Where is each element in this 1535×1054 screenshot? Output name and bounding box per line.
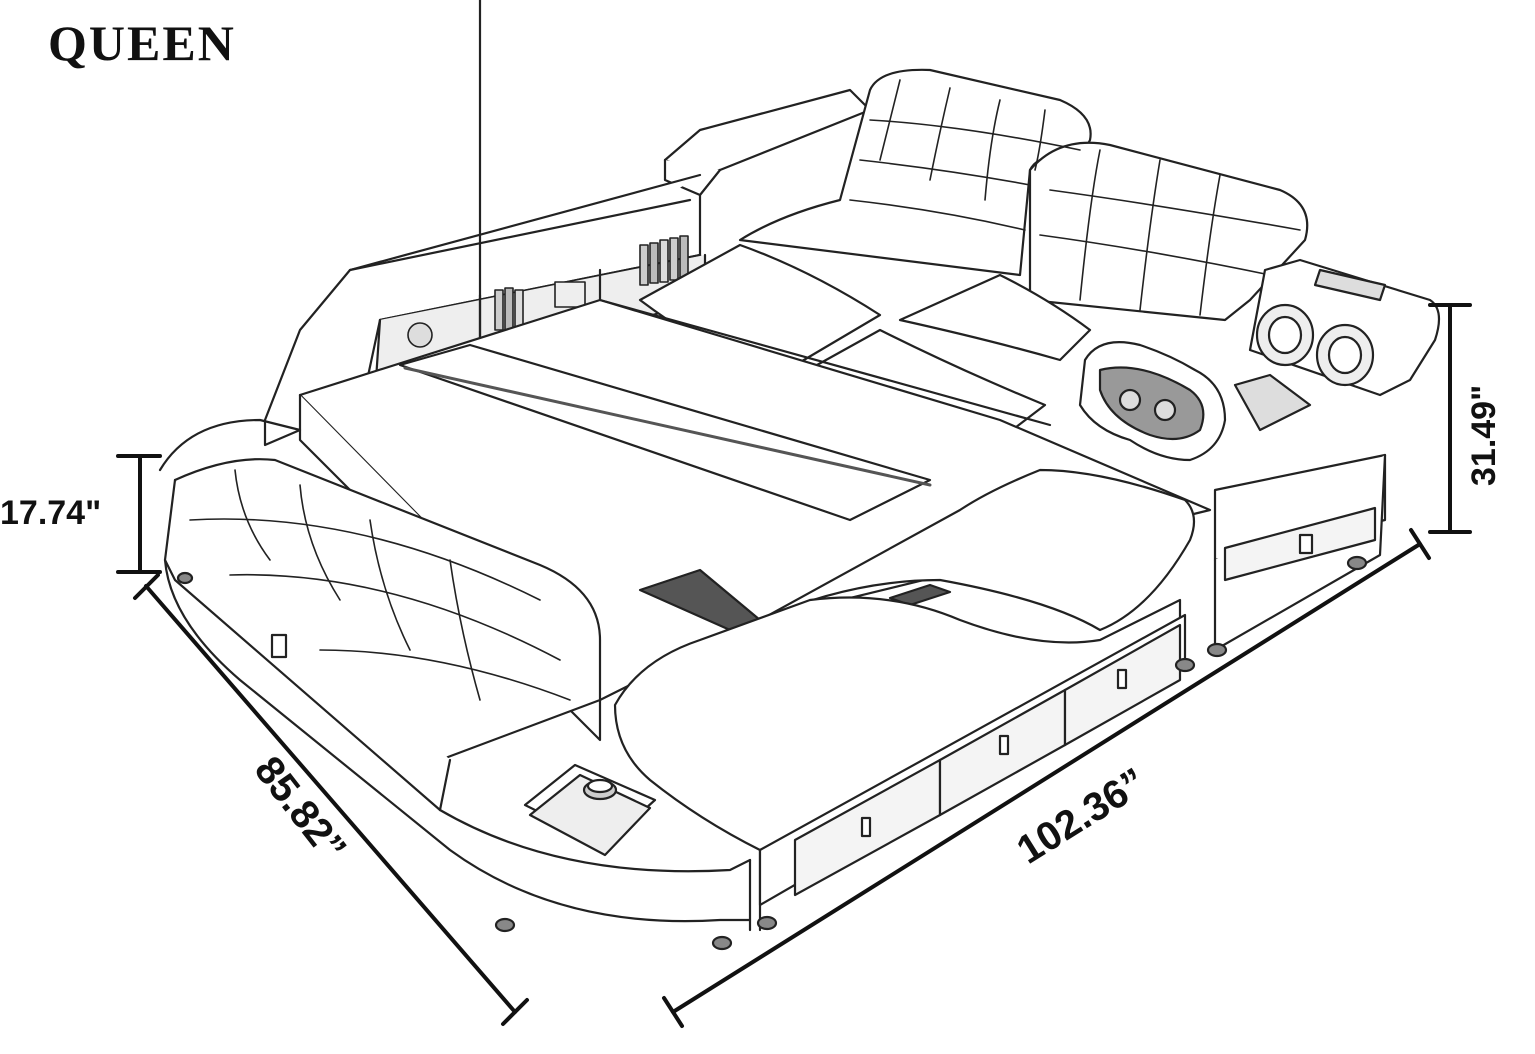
bed-illustration [158, 0, 1441, 951]
width-line [144, 584, 517, 1014]
headboard [738, 68, 1309, 322]
height-bed-label: 17.74" [0, 494, 101, 532]
control-panel-icon [1233, 373, 1312, 432]
page-title: QUEEN [48, 15, 236, 71]
foot-bench [163, 458, 602, 812]
massager-icon [1078, 341, 1227, 462]
book-tray-icon [523, 763, 657, 857]
books-icon [407, 235, 689, 348]
height-headboard-label: 31.49" [1465, 385, 1503, 486]
speaker-icon [1255, 303, 1375, 387]
bed-base [158, 418, 1368, 951]
speaker-console [1213, 258, 1441, 652]
length-line [671, 542, 1422, 1014]
dimension-lines [116, 303, 1472, 1028]
length-label: 102.36” [1009, 760, 1153, 873]
